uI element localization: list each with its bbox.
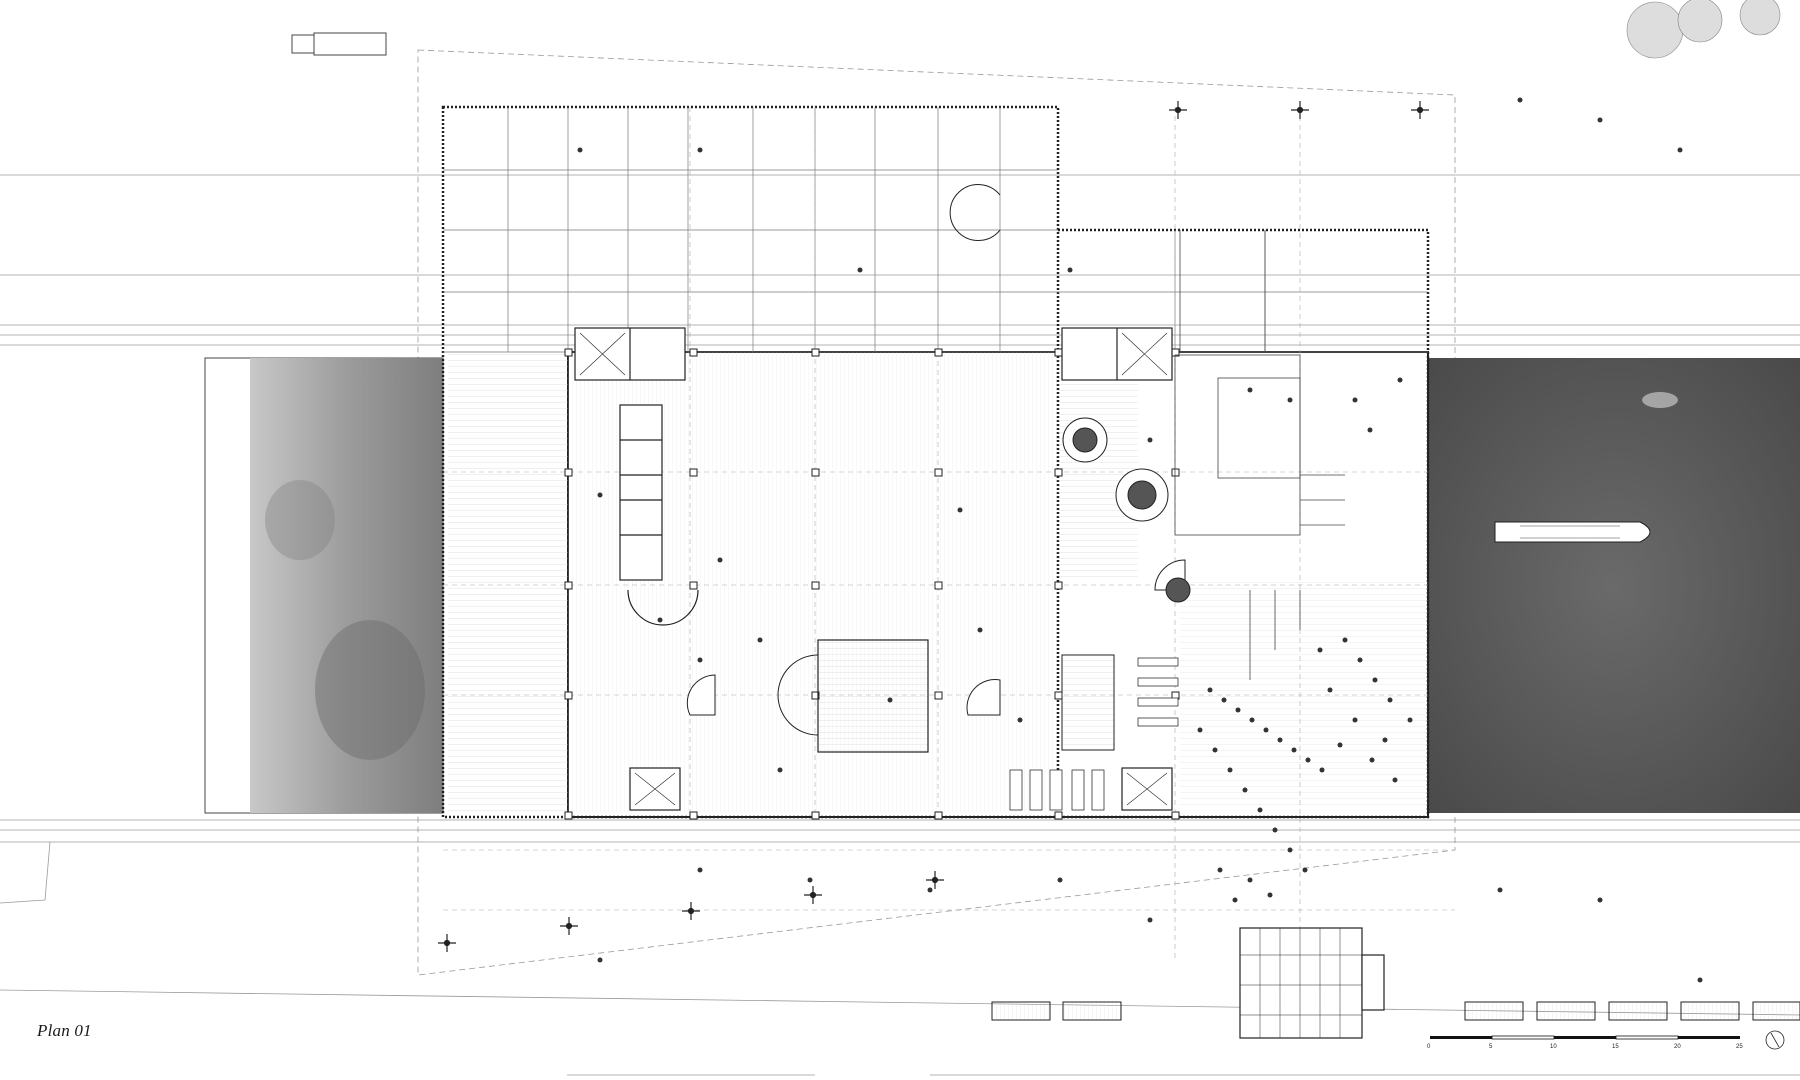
scale-tick-20: 20 bbox=[1674, 1044, 1681, 1050]
plan-title: Plan 01 bbox=[37, 1021, 92, 1040]
toilet-block bbox=[619, 404, 699, 626]
pavilion bbox=[1239, 927, 1385, 1039]
scale-bar: 0 5 10 15 20 25 bbox=[1427, 1035, 1743, 1050]
benches bbox=[991, 1001, 1800, 1021]
vehicle bbox=[291, 32, 387, 56]
people bbox=[577, 97, 1703, 983]
central-stair bbox=[777, 639, 1115, 753]
scale-tick-5: 5 bbox=[1489, 1044, 1493, 1050]
trees-cluster bbox=[1626, 0, 1781, 59]
water-left bbox=[204, 357, 444, 814]
cores bbox=[574, 327, 1173, 811]
trees bbox=[438, 101, 1429, 952]
stepped-seating bbox=[1174, 230, 1345, 680]
water-right bbox=[1428, 358, 1800, 813]
site-lines bbox=[0, 174, 1800, 1076]
seating-rows bbox=[1009, 657, 1179, 811]
scale-tick-15: 15 bbox=[1612, 1044, 1619, 1050]
boat bbox=[1494, 521, 1651, 543]
scale-tick-0: 0 bbox=[1427, 1044, 1431, 1050]
north-arrow-icon bbox=[1765, 1030, 1785, 1050]
structural-grid bbox=[443, 107, 1428, 353]
scale-tick-10: 10 bbox=[1550, 1044, 1557, 1050]
planters bbox=[1062, 417, 1191, 603]
scale-tick-25: 25 bbox=[1736, 1044, 1743, 1050]
